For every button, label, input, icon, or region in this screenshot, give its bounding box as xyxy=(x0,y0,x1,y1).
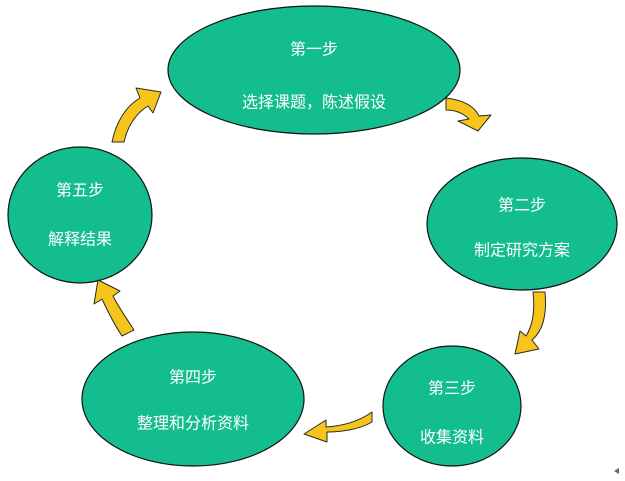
step-4-node: 第四步 整理和分析资料 xyxy=(81,331,305,467)
step-3-node: 第三步 收集资料 xyxy=(382,345,522,467)
arrow-step1-to-step2 xyxy=(445,97,492,132)
step-4-ellipse xyxy=(81,331,305,467)
arrow-step2-to-step3 xyxy=(514,291,547,355)
step-3-title: 第三步 xyxy=(428,379,476,398)
step-1-node: 第一步 选择课题，陈述假设 xyxy=(167,5,461,135)
arrow-step3-to-step4 xyxy=(303,411,373,443)
step-5-title: 第五步 xyxy=(56,181,104,200)
step-5-desc: 解释结果 xyxy=(48,230,112,249)
step-3-desc: 收集资料 xyxy=(420,428,484,447)
step-4-title: 第四步 xyxy=(169,368,217,387)
step-3-ellipse xyxy=(382,345,522,467)
step-1-desc: 选择课题，陈述假设 xyxy=(242,93,386,112)
step-2-node: 第二步 制定研究方案 xyxy=(426,157,618,291)
step-5-ellipse xyxy=(7,146,153,284)
step-2-title: 第二步 xyxy=(498,196,546,215)
slide-nav-marker-icon[interactable] xyxy=(614,468,619,474)
arrow-step5-to-step1 xyxy=(111,87,162,143)
step-1-title: 第一步 xyxy=(290,40,338,59)
step-2-ellipse xyxy=(426,157,618,291)
step-5-node: 第五步 解释结果 xyxy=(7,146,153,284)
step-1-ellipse xyxy=(167,5,461,135)
step-4-desc: 整理和分析资料 xyxy=(137,414,249,433)
step-2-desc: 制定研究方案 xyxy=(474,241,570,260)
arrow-step4-to-step5 xyxy=(93,279,135,337)
